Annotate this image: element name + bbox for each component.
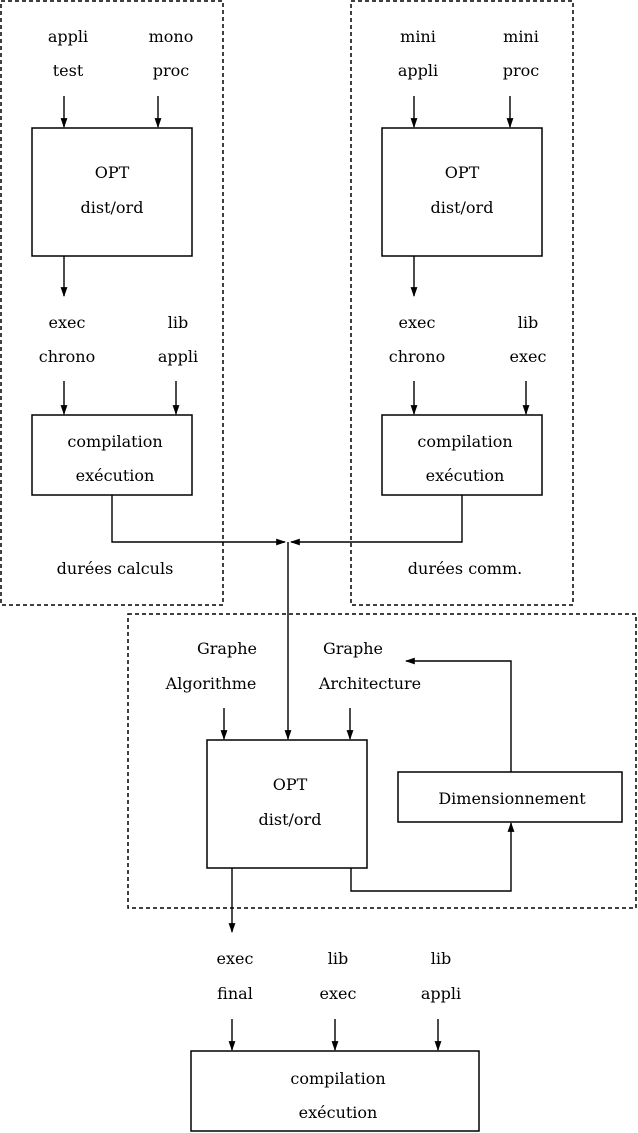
final-compile-box [190,1050,480,1132]
final-output-a-line2: final [217,984,253,1003]
dimensioning-label: Dimensionnement [438,789,586,808]
final-output-c-line1: lib [431,949,451,968]
left-output-b-line1: lib [168,313,188,332]
final-output-a-line1: exec [217,949,254,968]
right-results-connector [290,495,463,546]
right-result-label: durées comm. [408,559,522,578]
left-compile-label: compilation [67,432,162,451]
center-opt-sublabel: dist/ord [259,810,322,829]
final-output-b-line1: lib [328,949,348,968]
right-opt-box [381,127,543,257]
left-compile-sublabel: exécution [76,466,155,485]
right-compile-label: compilation [417,432,512,451]
center-input-a-line1: Graphe [197,639,257,658]
center-input-b-line1: Graphe [323,639,383,658]
final-compile-sublabel: exécution [299,1103,378,1122]
final-compile-label: compilation [290,1069,385,1088]
dimensioning-box [397,771,623,823]
right-compile-sublabel: exécution [426,466,505,485]
left-results-connector [111,495,286,546]
left-opt-box [31,127,193,257]
center-input-a-line2: Algorithme [165,674,257,693]
right-output-a-line2: chrono [389,347,445,366]
right-opt-label: OPT [445,163,480,182]
right-output-b-line1: lib [518,313,538,332]
opt-to-dimensioning-arrow [350,822,515,892]
right-opt-sublabel: dist/ord [431,198,494,217]
right-output-b-line2: exec [510,347,547,366]
right-input-b-line1: mini [503,27,539,46]
left-input-a-line1: appli [48,27,88,46]
left-output-a-line2: chrono [39,347,95,366]
left-input-b-line2: proc [153,61,190,80]
left-input-b-line1: mono [149,27,194,46]
dimensioning-feedback-arrow [405,657,512,772]
center-input-b-line2: Architecture [318,674,421,693]
left-output-b-line2: appli [158,347,198,366]
center-opt-label: OPT [273,775,308,794]
left-opt-sublabel: dist/ord [81,198,144,217]
center-opt-box [206,739,368,869]
left-output-a-line1: exec [49,313,86,332]
left-result-label: durées calculs [57,559,174,578]
right-input-a-line2: appli [398,61,438,80]
left-input-a-line2: test [53,61,84,80]
right-input-b-line2: proc [503,61,540,80]
final-output-c-line2: appli [421,984,461,1003]
center-panel-frame [127,613,637,909]
right-input-a-line1: mini [400,27,436,46]
right-output-a-line1: exec [399,313,436,332]
left-opt-label: OPT [95,163,130,182]
final-output-b-line2: exec [320,984,357,1003]
